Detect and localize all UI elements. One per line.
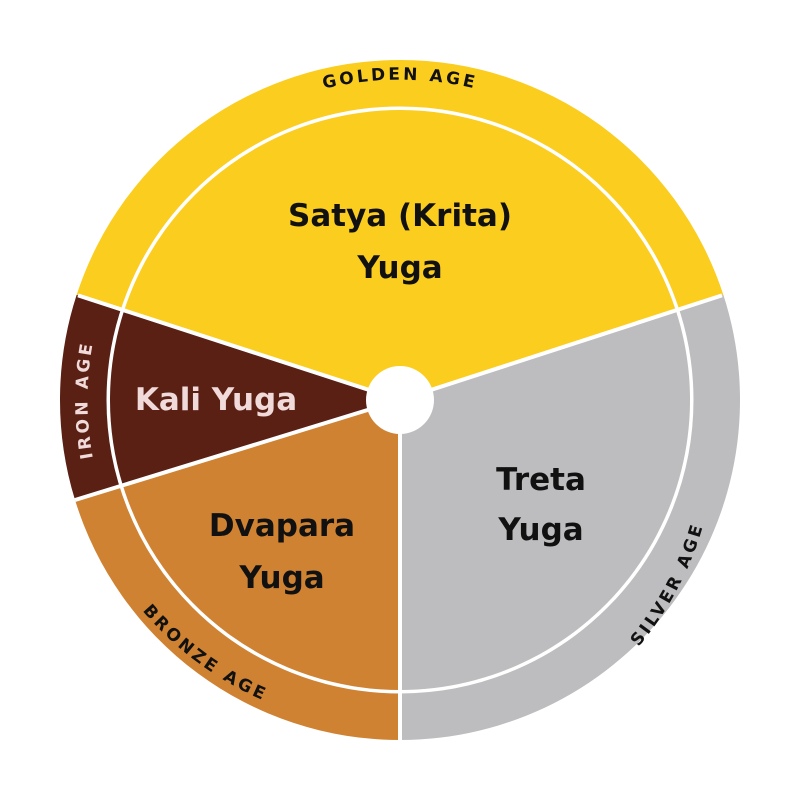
dvapara-yuga-label-line1: Dvapara [209, 508, 355, 544]
treta-yuga-slice [400, 310, 690, 690]
treta-yuga-label-line1: Treta [496, 462, 586, 498]
golden-age-ring-sector [76, 60, 724, 310]
bronze-age-ring-sector [74, 485, 400, 740]
divider-golden-silver [399, 293, 723, 402]
dvapara-yuga-slice [122, 400, 400, 690]
iron-age-ring-label: IRON AGE [72, 339, 97, 460]
satya-yuga-label-line1: Satya (Krita) [288, 198, 512, 234]
divider-bronze-iron [74, 398, 401, 502]
dvapara-yuga-label-line2: Yuga [238, 560, 324, 596]
kali-yuga-slice [110, 310, 400, 485]
silver-age-ring-sector [400, 294, 740, 740]
satya-yuga-label-line2: Yuga [356, 250, 442, 286]
kali-yuga-label: Kali Yuga [135, 382, 297, 418]
satya-yuga-slice [124, 110, 676, 401]
divider-iron-golden [77, 293, 401, 402]
iron-age-ring-sector [60, 294, 123, 500]
treta-yuga-label-line2: Yuga [497, 512, 583, 548]
center-hub [366, 366, 434, 434]
